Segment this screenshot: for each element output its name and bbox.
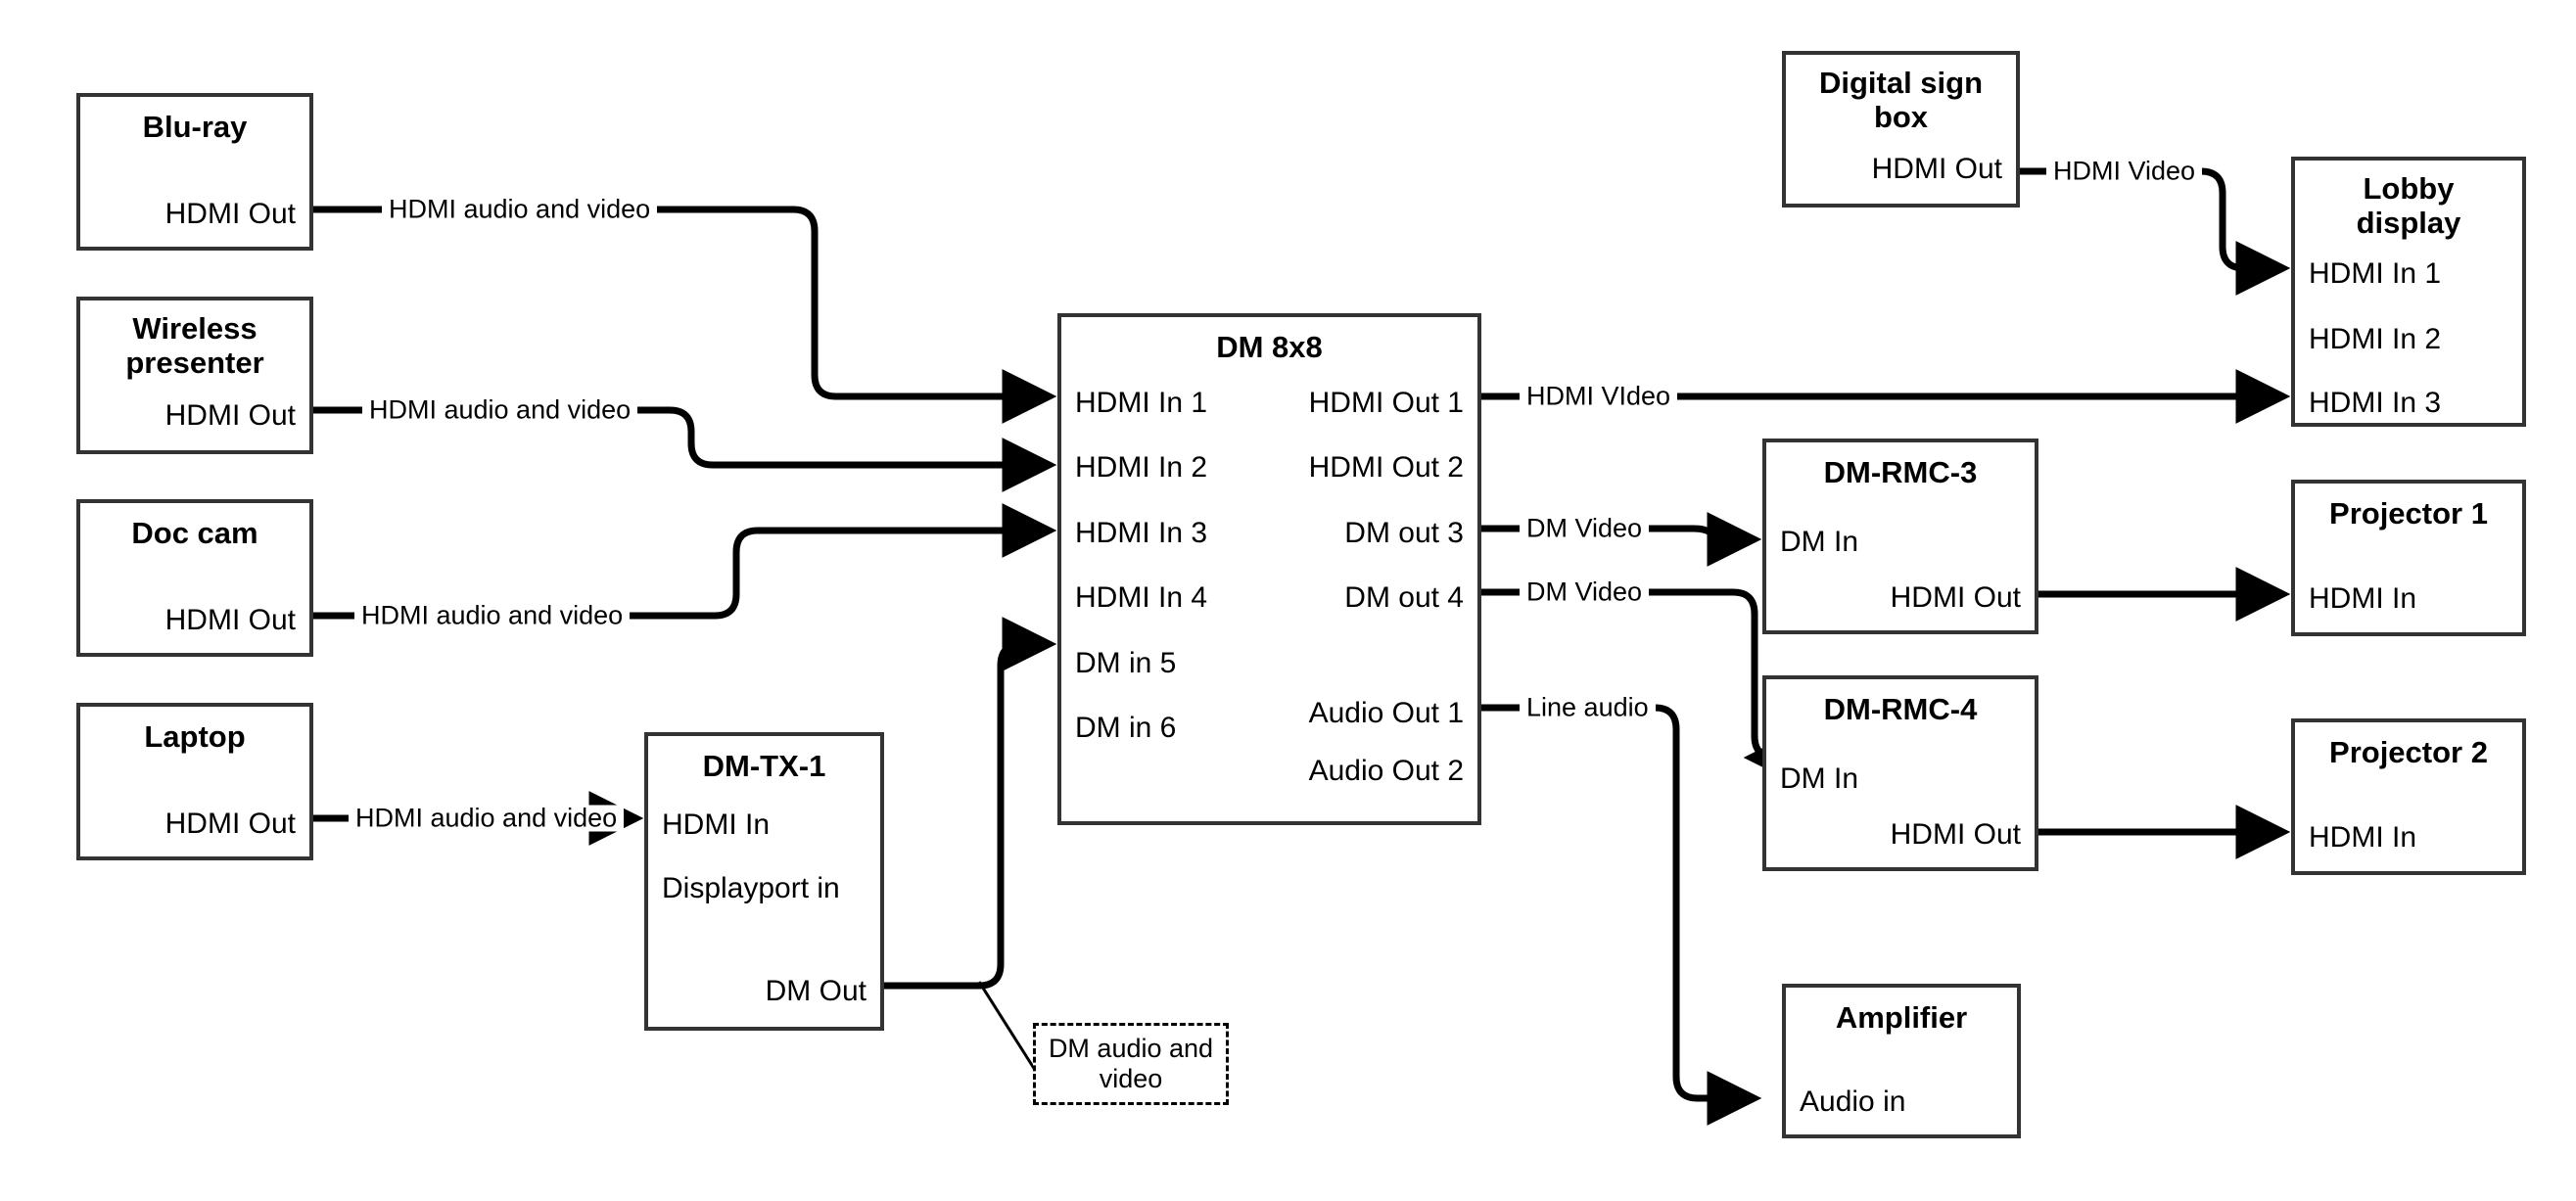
node-bluray-port-hdmi-out[interactable]: HDMI Out [164,198,296,230]
node-dm-rmc-4[interactable]: DM-RMC-4 DM In HDMI Out [1762,675,2038,871]
node-amplifier-port-audio-in[interactable]: Audio in [1800,1086,1906,1118]
node-dm-8x8-port-dm-in-5[interactable]: DM in 5 [1075,647,1177,679]
node-laptop-title: Laptop [144,719,246,754]
wire-label-doccam: HDMI audio and video [354,602,631,629]
node-doc-cam[interactable]: Doc cam HDMI Out [76,499,313,657]
node-dm-8x8-title: DM 8x8 [1216,330,1323,364]
node-dm-8x8-port-audio-out-1[interactable]: Audio Out 1 [1308,697,1464,729]
node-bluray-title: Blu-ray [142,110,248,144]
node-laptop[interactable]: Laptop HDMI Out [76,703,313,860]
node-doc-cam-title: Doc cam [131,516,258,550]
node-dm-rmc-4-port-dm-in[interactable]: DM In [1780,762,1859,795]
node-projector-1-port-hdmi-in[interactable]: HDMI In [2309,582,2417,615]
wire-dm8x8-audio1-to-amplifier [1481,704,1762,1126]
node-laptop-port-hdmi-out[interactable]: HDMI Out [164,808,296,840]
node-lobby-display[interactable]: Lobby display HDMI In 1 HDMI In 2 HDMI I… [2291,157,2526,427]
node-lobby-display-port-hdmi-in-2[interactable]: HDMI In 2 [2309,323,2442,355]
node-dm-tx-1[interactable]: DM-TX-1 HDMI In Displayport in DM Out [644,732,884,1031]
node-dm-tx-1-port-hdmi-in[interactable]: HDMI In [662,808,771,841]
node-dm-8x8-port-audio-out-2[interactable]: Audio Out 2 [1308,755,1464,787]
wire-dmtx1-to-dm8x8 [884,617,1057,990]
node-digital-sign-box[interactable]: Digital sign box HDMI Out [1782,51,2020,208]
node-amplifier[interactable]: Amplifier Audio in [1782,984,2021,1138]
callout-dm-audio-video: DM audio and video [1033,1023,1229,1105]
node-lobby-display-port-hdmi-in-3[interactable]: HDMI In 3 [2309,387,2442,419]
node-dm-tx-1-port-displayport-in[interactable]: Displayport in [662,872,840,904]
wire-label-audio-out1: Line audio [1520,694,1656,721]
node-dm-tx-1-title: DM-TX-1 [702,749,826,783]
node-projector-2-title: Projector 2 [2329,735,2488,769]
node-projector-2[interactable]: Projector 2 HDMI In [2291,718,2526,875]
node-doc-cam-port-hdmi-out[interactable]: HDMI Out [164,604,296,636]
node-digital-sign-box-port-hdmi-out[interactable]: HDMI Out [1871,153,2002,185]
node-dm-rmc-4-title: DM-RMC-4 [1823,692,1978,726]
node-dm-8x8-port-hdmi-in-2[interactable]: HDMI In 2 [1075,451,1208,484]
wire-label-dm-out4: DM Video [1520,578,1650,606]
node-bluray[interactable]: Blu-ray HDMI Out [76,93,313,251]
node-lobby-display-port-hdmi-in-1[interactable]: HDMI In 1 [2309,257,2442,290]
node-amplifier-title: Amplifier [1835,1000,1968,1035]
node-dm-8x8-port-hdmi-out-1[interactable]: HDMI Out 1 [1308,387,1464,419]
node-digital-sign-box-title: Digital sign box [1818,66,1984,134]
node-dm-rmc-4-port-hdmi-out[interactable]: HDMI Out [1890,818,2021,851]
wire-bluray-to-dm8x8 [313,206,1057,424]
node-wireless-presenter[interactable]: Wireless presenter HDMI Out [76,297,313,454]
wire-label-bluray: HDMI audio and video [382,196,658,223]
node-dm-8x8-port-dm-in-6[interactable]: DM in 6 [1075,712,1177,744]
node-dm-rmc-3-port-dm-in[interactable]: DM In [1780,526,1859,558]
wire-dm8x8-out4-to-dmrmc4 [1481,588,1799,785]
node-dm-8x8-port-hdmi-out-2[interactable]: HDMI Out 2 [1308,451,1464,484]
callout-leader-line [977,981,1037,1071]
node-projector-1-title: Projector 1 [2329,496,2488,531]
node-dm-8x8[interactable]: DM 8x8 HDMI In 1 HDMI In 2 HDMI In 3 HDM… [1057,313,1481,825]
node-dm-8x8-port-dm-out-4[interactable]: DM out 4 [1344,581,1464,614]
node-projector-2-port-hdmi-in[interactable]: HDMI In [2309,821,2417,854]
node-lobby-display-title: Lobby display [2356,171,2461,240]
node-dm-rmc-3-title: DM-RMC-3 [1823,455,1978,489]
node-projector-1[interactable]: Projector 1 HDMI In [2291,480,2526,636]
node-dm-tx-1-port-dm-out[interactable]: DM Out [765,975,866,1007]
node-dm-8x8-port-hdmi-in-4[interactable]: HDMI In 4 [1075,581,1208,614]
wire-digitalsign-to-lobby [2020,167,2291,296]
node-dm-8x8-port-hdmi-in-3[interactable]: HDMI In 3 [1075,517,1208,549]
wire-label-dm-out3: DM Video [1520,515,1650,542]
node-dm-rmc-3-port-hdmi-out[interactable]: HDMI Out [1890,581,2021,614]
wire-label-laptop: HDMI audio and video [349,805,625,832]
node-dm-8x8-port-hdmi-in-1[interactable]: HDMI In 1 [1075,387,1208,419]
wire-label-digitalsign: HDMI Video [2046,158,2203,185]
node-wireless-presenter-title: Wireless presenter [125,311,264,380]
node-dm-8x8-port-dm-out-3[interactable]: DM out 3 [1344,517,1464,549]
wire-label-wireless: HDMI audio and video [362,396,638,424]
wire-label-dm-out1: HDMI VIdeo [1520,383,1678,410]
node-dm-rmc-3[interactable]: DM-RMC-3 DM In HDMI Out [1762,439,2038,634]
node-wireless-presenter-port-hdmi-out[interactable]: HDMI Out [164,399,296,432]
